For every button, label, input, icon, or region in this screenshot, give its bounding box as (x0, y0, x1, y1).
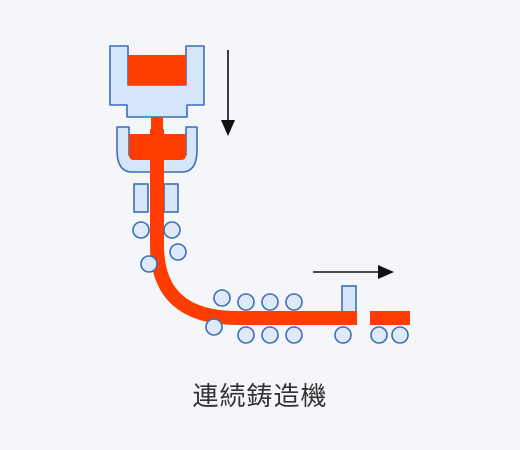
diagram-caption: 連続鋳造機 (192, 382, 328, 412)
mold-icon (133, 183, 179, 213)
torch-cutter-icon (341, 285, 357, 313)
guide-roll (169, 243, 187, 261)
guide-roll (285, 293, 303, 311)
guide-roll (334, 326, 352, 344)
ladle-molten-steel (128, 55, 186, 85)
guide-roll (391, 326, 409, 344)
guide-roll (261, 293, 279, 311)
guide-roll (370, 326, 388, 344)
ladle-nozzle-stream (151, 117, 163, 129)
steel-strand (150, 129, 357, 325)
ladle-icon (109, 45, 205, 118)
down-arrow-icon (221, 50, 235, 136)
guide-roll (140, 255, 158, 273)
right-arrow-icon (313, 265, 394, 279)
guide-roll (237, 326, 255, 344)
mold-left (133, 183, 149, 213)
guide-roll (213, 289, 231, 307)
mold-right (163, 183, 179, 213)
guide-roll-icon (132, 221, 409, 344)
guide-roll (205, 318, 223, 336)
tundish-body (116, 126, 198, 173)
cut-slab (370, 311, 410, 325)
guide-roll (285, 326, 303, 344)
arrow-icon (221, 50, 394, 279)
guide-roll (261, 326, 279, 344)
guide-roll (132, 221, 150, 239)
guide-roll (163, 221, 181, 239)
guide-roll (237, 293, 255, 311)
